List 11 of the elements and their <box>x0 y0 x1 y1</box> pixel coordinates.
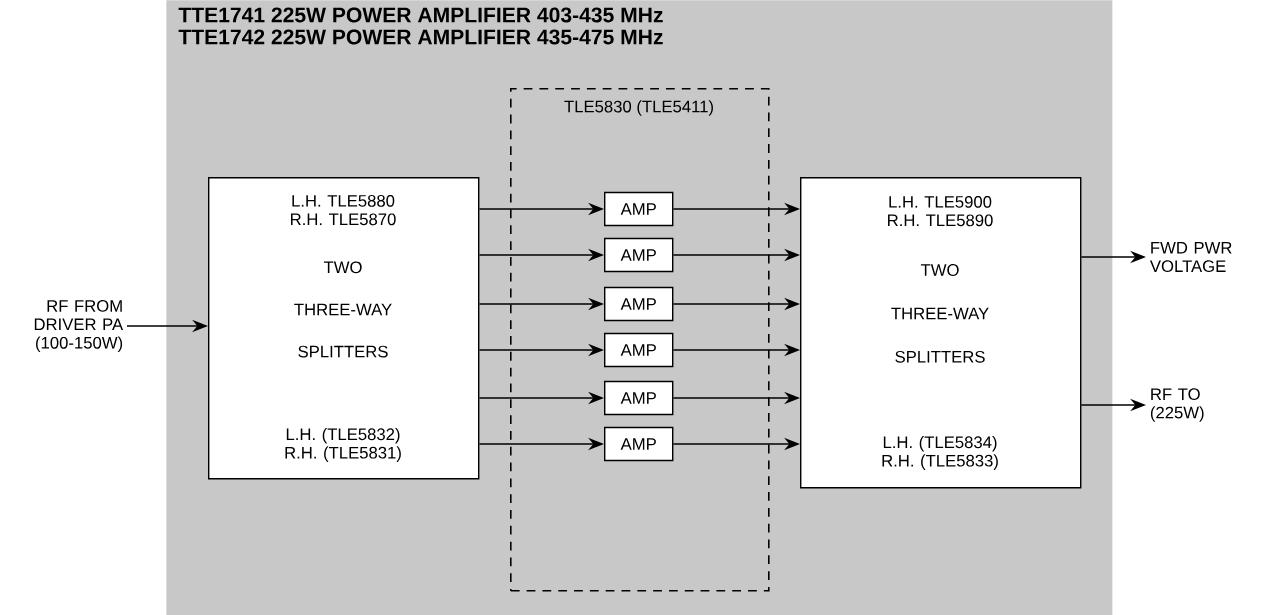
splitter-box: L.H. TLE5880 R.H. TLE5870 TWO THREE-WAY SPLITTERS L.H. (TLE5832) R.H. (TLE5831) <box>208 177 480 480</box>
splitter-box: L.H. TLE5900 R.H. TLE5890 TWO THREE-WAY SPLITTERS L.H. (TLE5834) R.H. (TLE5833) <box>800 177 1082 489</box>
amplifier-box: AMP <box>604 380 674 416</box>
amplifier-box: AMP <box>604 426 674 462</box>
amplifier-box: AMP <box>604 332 674 368</box>
signal-label: RF TO (225W) <box>1150 388 1204 422</box>
amplifier-box: AMP <box>604 237 674 273</box>
amplifier-box: AMP <box>604 286 674 322</box>
signal-label: RF FROM DRIVER PA (100-150W) <box>34 300 124 352</box>
signal-label: FWD PWR VOLTAGE <box>1149 241 1232 273</box>
amplifier-box: AMP <box>604 191 674 227</box>
